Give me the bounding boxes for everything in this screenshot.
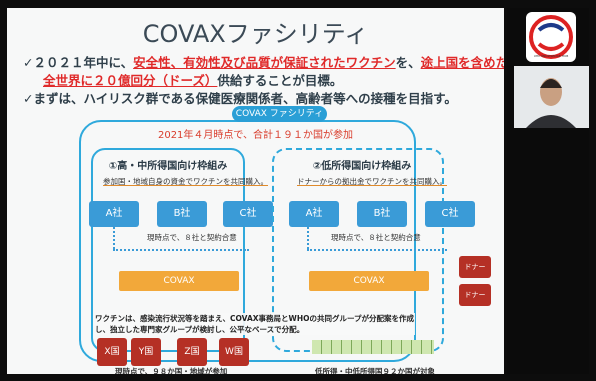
left-dotted-line bbox=[113, 227, 115, 249]
left-framework-desc: 参加国・地域自身の資金でワクチンを共同購入。 bbox=[103, 177, 268, 186]
right-dotted-bracket bbox=[307, 249, 447, 251]
low-income-countries-bars bbox=[312, 340, 434, 354]
country-y: Y国 bbox=[131, 338, 161, 366]
country-z: Z国 bbox=[177, 338, 207, 366]
bullet-2-a: 全世界に２０億回分（ドーズ） bbox=[43, 73, 218, 88]
bullet-3: ✓まずは、ハイリスク群である保健医療関係者、高齢者等への接種を目指す。 bbox=[23, 91, 457, 106]
country-x: X国 bbox=[97, 338, 127, 366]
distribution-note: ワクチンは、感染流行状況等を踏まえ、COVAX事務局とWHOの共同グループが分配… bbox=[95, 313, 415, 335]
donor-box-2: ドナー bbox=[459, 284, 491, 306]
uhc-logo-icon bbox=[529, 15, 573, 59]
left-company-c: C社 bbox=[223, 201, 273, 227]
bullet-1: ✓２０２１年中に、安全性、有効性及び品質が保証されたワクチンを、途上国を含めた bbox=[23, 52, 504, 71]
presentation-slide: COVAXファシリティ ✓２０２１年中に、安全性、有効性及び品質が保証されたワク… bbox=[7, 8, 504, 374]
bullet-1-b: 安全性、有効性及び品質が保証されたワクチン bbox=[133, 55, 396, 70]
left-covax-box: COVAX bbox=[119, 271, 239, 291]
right-participants: 低所得・中低所得国９２か国が対象 bbox=[315, 367, 435, 374]
left-company-a: A社 bbox=[89, 201, 139, 227]
country-w: W国 bbox=[219, 338, 249, 366]
bullet-1-c: を、 bbox=[395, 55, 421, 70]
speaker-silhouette-icon bbox=[514, 66, 589, 128]
right-framework-desc: ドナーからの拠出金でワクチンを共同購入。 bbox=[297, 177, 447, 186]
donor-box-1: ドナー bbox=[459, 256, 491, 278]
bullet-2-b: 供給することが目標。 bbox=[217, 73, 343, 88]
left-contract-text: 現時点で、８社と契約合意 bbox=[147, 233, 237, 242]
right-company-a: A社 bbox=[289, 201, 339, 227]
left-dotted-bracket bbox=[113, 249, 249, 251]
right-company-c: C社 bbox=[425, 201, 475, 227]
left-company-b: B社 bbox=[157, 201, 207, 227]
right-company-b: B社 bbox=[357, 201, 407, 227]
uhc-logo: UHC KNOWLEDGE HUB bbox=[526, 12, 576, 62]
video-sidebar bbox=[507, 8, 589, 374]
bullet-2: 全世界に２０億回分（ドーズ）供給することが目標。 bbox=[43, 70, 342, 89]
left-participants: 現時点で、９８か国・地域が参加 bbox=[115, 367, 228, 374]
bullet-1-a: ✓２０２１年中に、 bbox=[23, 55, 134, 70]
participation-status: 2021年４月時点で、合計１９１か国が参加 bbox=[157, 130, 354, 141]
uhc-logo-text: UHC KNOWLEDGE HUB bbox=[533, 54, 569, 58]
left-framework-title: ①高・中所得国向け枠組み bbox=[108, 161, 228, 172]
right-framework-title: ②低所得国向け枠組み bbox=[312, 161, 412, 172]
right-covax-box: COVAX bbox=[309, 271, 429, 291]
right-contract-text: 現時点で、８社と契約合意 bbox=[331, 233, 421, 242]
speaker-video[interactable] bbox=[514, 66, 589, 128]
right-dotted-line bbox=[307, 227, 309, 249]
slide-title: COVAXファシリティ bbox=[142, 20, 369, 48]
covax-facility-pill: COVAX ファシリティ bbox=[232, 106, 327, 122]
bullet-1-d: 途上国を含めた bbox=[420, 55, 504, 70]
